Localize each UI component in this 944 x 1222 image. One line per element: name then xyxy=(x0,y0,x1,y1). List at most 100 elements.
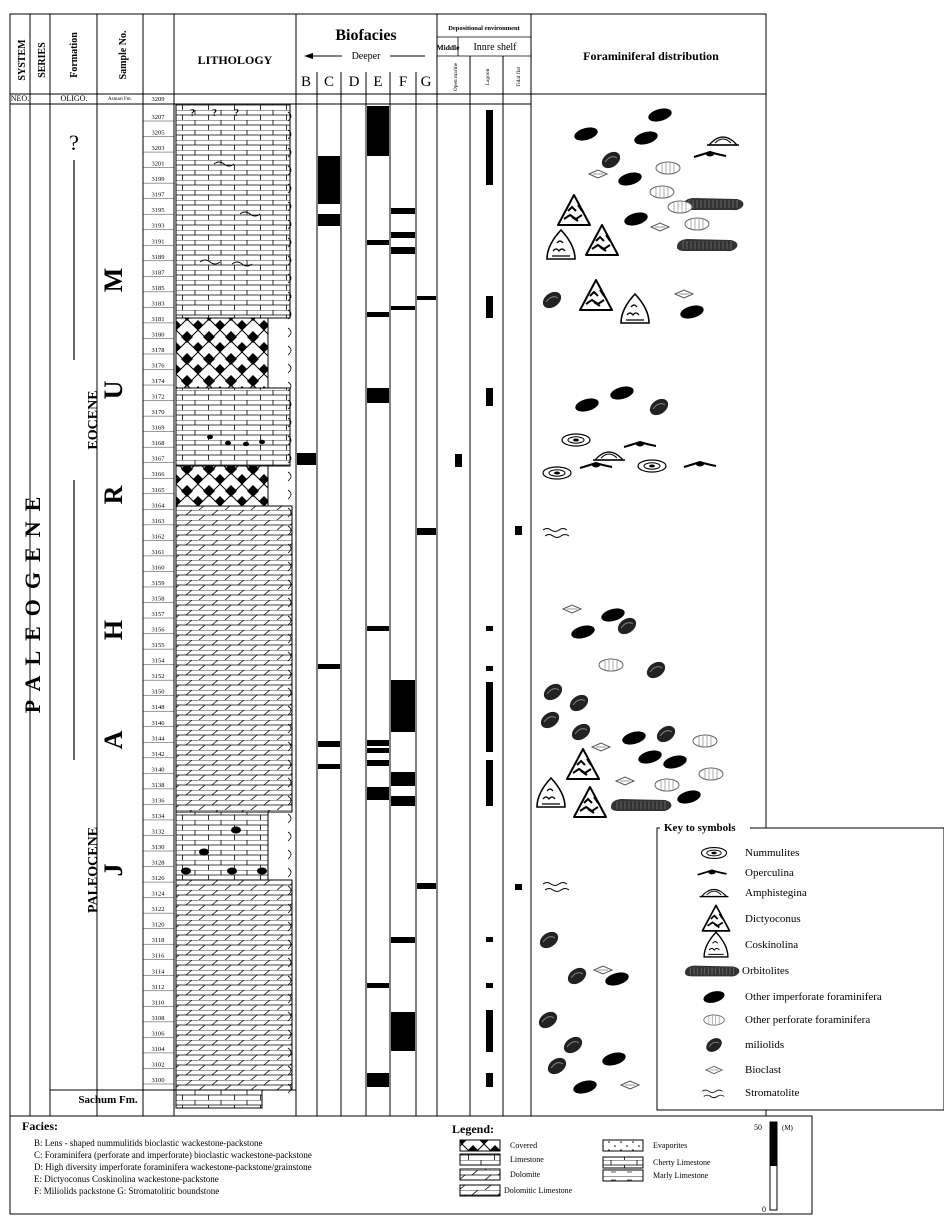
imperforate-fossil xyxy=(633,129,659,147)
perforate-fossil xyxy=(668,201,692,213)
header-middle: Middle xyxy=(437,43,461,52)
stromatolite-fossil xyxy=(543,529,569,538)
sample-number: 3191 xyxy=(152,238,165,245)
key-label: Dictyoconus xyxy=(745,913,801,925)
sample-number: 3118 xyxy=(152,937,165,944)
sample-number: 3124 xyxy=(152,891,166,898)
sample-number: 3112 xyxy=(152,984,165,991)
shape xyxy=(537,778,565,807)
sample-number: 3199 xyxy=(152,176,165,183)
environment-bar xyxy=(455,454,462,467)
miliolid-fossil xyxy=(541,681,565,704)
base-formation: Sachum Fm. xyxy=(78,1094,138,1106)
shape xyxy=(599,659,623,671)
shape xyxy=(545,1055,569,1078)
biofacies-bar xyxy=(391,306,415,310)
shape xyxy=(592,463,600,468)
top-row-sample: 3209 xyxy=(152,96,165,103)
nummulites-icon xyxy=(701,848,726,859)
sample-number: 3180 xyxy=(152,331,165,338)
miliolid-fossil xyxy=(654,723,678,746)
biofacies-letter: C xyxy=(324,74,334,90)
header-deeper: Deeper xyxy=(352,51,382,62)
sample-number: 3158 xyxy=(152,596,165,603)
shape xyxy=(696,462,704,467)
sample-number: 3116 xyxy=(152,953,166,960)
biofacies-bar xyxy=(391,680,415,732)
weathering-profile xyxy=(288,364,291,373)
sample-number: 3207 xyxy=(152,114,166,121)
lithology-question: ? xyxy=(212,108,217,119)
sample-number: 3126 xyxy=(152,875,166,882)
orbitolites-fossil xyxy=(611,799,671,811)
scale-unit: (M) xyxy=(782,1124,794,1132)
formation-letter: A xyxy=(99,730,128,749)
shape xyxy=(537,929,561,952)
biofacies-bar xyxy=(367,760,389,766)
perforate-fossil xyxy=(655,779,679,791)
sample-number: 3176 xyxy=(152,363,166,370)
shape xyxy=(595,452,623,460)
weathering-profile xyxy=(288,328,291,337)
legend-swatch xyxy=(460,1169,500,1180)
shape xyxy=(547,230,575,259)
imperforate-fossil xyxy=(572,1078,598,1096)
top-row-system: NEO. xyxy=(11,94,29,103)
sample-number: 3146 xyxy=(152,720,166,727)
shape xyxy=(574,396,600,414)
header-series: SERIES xyxy=(37,42,48,78)
sample-number: 3165 xyxy=(152,487,165,494)
dictyoconus-fossil xyxy=(586,225,618,255)
biofacies-bar xyxy=(367,787,389,800)
legend-swatch xyxy=(460,1154,500,1165)
imperforate-fossil xyxy=(570,623,596,641)
weathering-profile xyxy=(288,490,291,499)
key-label: Stromatolite xyxy=(745,1087,800,1099)
sample-number: 3130 xyxy=(152,844,165,851)
biofacies-bar xyxy=(367,1073,389,1087)
shape xyxy=(685,218,709,230)
key-label: Coskinolina xyxy=(745,939,798,951)
legend-swatch xyxy=(603,1170,643,1181)
environment-bar xyxy=(486,388,493,406)
miliolid-fossil xyxy=(644,659,668,682)
environment-bar xyxy=(486,1010,493,1052)
legend-label: Cherty Limestone xyxy=(653,1158,711,1167)
shape xyxy=(565,965,589,988)
header-inner-shelf: Innre shelf xyxy=(473,42,517,53)
formation-letter: R xyxy=(99,485,128,504)
biofacies-bar xyxy=(391,796,415,806)
sample-number: 3167 xyxy=(152,456,166,463)
sample-number: 3110 xyxy=(152,999,165,1006)
imperforate-fossil xyxy=(647,106,673,124)
env-col-open-marine: Open marine xyxy=(453,62,459,91)
shape xyxy=(617,170,643,188)
key-label: Operculina xyxy=(745,867,794,879)
dictyoconus-fossil xyxy=(580,280,612,310)
environment-bar xyxy=(486,110,493,185)
shape xyxy=(636,442,644,447)
weathering-profile xyxy=(288,472,291,481)
system-name: PALEOGENE xyxy=(20,487,45,714)
sample-number: 3187 xyxy=(152,269,166,276)
biofacies-bar xyxy=(391,772,415,786)
facies-line: E: Dictyoconus Coskinolina wackestone-pa… xyxy=(34,1174,219,1184)
sample-number: 3197 xyxy=(152,192,166,199)
biofacies-bar xyxy=(318,214,340,226)
shape xyxy=(567,692,591,715)
perforate-fossil xyxy=(693,735,717,747)
amphistegina-fossil xyxy=(593,452,625,460)
chert-nodule xyxy=(259,440,265,444)
shape xyxy=(668,201,692,213)
biofacies-letter: D xyxy=(349,74,360,90)
bioclast-fossil xyxy=(594,966,612,974)
key-label: Nummulites xyxy=(745,847,799,859)
environment-bar xyxy=(486,296,493,318)
facies-line: F: Miliolids packstone G: Stromatolitic … xyxy=(34,1186,219,1196)
biofacies-bar xyxy=(318,741,340,747)
miliolid-fossil xyxy=(537,929,561,952)
sample-number: 3122 xyxy=(152,906,165,913)
shape xyxy=(676,788,702,806)
weathering-profile xyxy=(288,346,291,355)
dictyoconus-fossil xyxy=(574,787,606,817)
